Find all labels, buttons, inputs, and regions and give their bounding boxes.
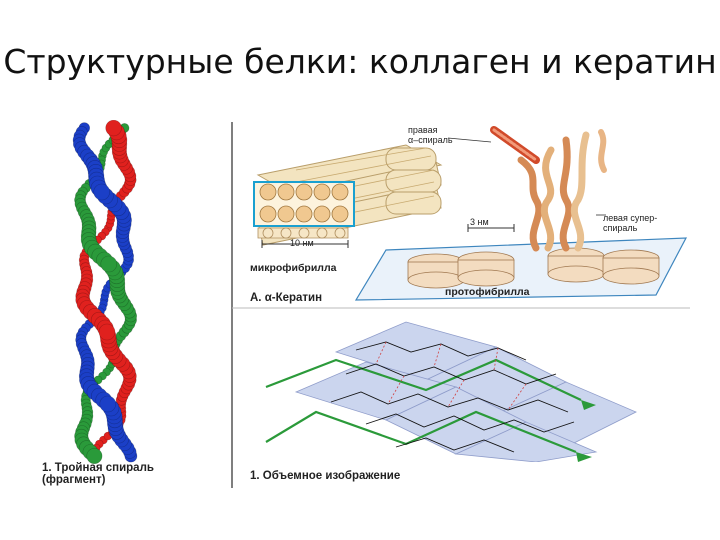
collagen-caption-line2: (фрагмент) [42, 474, 106, 486]
pleated-sheet-figure [236, 312, 696, 462]
helix-bead [86, 447, 103, 464]
helix-bead [93, 183, 111, 201]
collagen-triple-helix-figure [60, 120, 200, 470]
pleated-sheet-diagram [265, 321, 637, 462]
protofibril-plane [354, 224, 688, 301]
keratin-structure-figure [236, 120, 696, 310]
slide-title: Структурные белки: коллаген и кератин [3, 42, 717, 81]
label-right-helix-2: α–спираль [408, 135, 453, 145]
helix-bead [98, 323, 116, 341]
alpha-superhelix [490, 126, 607, 252]
collagen-caption-line1: 1. Тройная спираль [42, 462, 154, 474]
keratin-diagram [253, 126, 688, 301]
keratin-caption: А. α-Кератин [250, 292, 323, 304]
label-right-helix-1: правая [408, 125, 438, 135]
triple-helix-image [72, 120, 138, 464]
helix-bead [100, 255, 118, 273]
label-microfibril: микрофибрилла [250, 262, 337, 274]
pointer-right-helix [447, 137, 492, 143]
label-left-superhelix-1: левая супер- [603, 213, 658, 223]
label-protofibril: протофибрилла [445, 286, 530, 298]
helix-bead [99, 395, 117, 413]
helix-bead [105, 120, 122, 137]
microfibril-bundle [253, 144, 443, 248]
label-left-superhelix-2: спираль [603, 223, 638, 233]
label-10nm: 10 нм [290, 238, 314, 248]
label-3nm: 3 нм [470, 217, 489, 227]
sheet-caption: 1. Объемное изображение [250, 470, 401, 482]
